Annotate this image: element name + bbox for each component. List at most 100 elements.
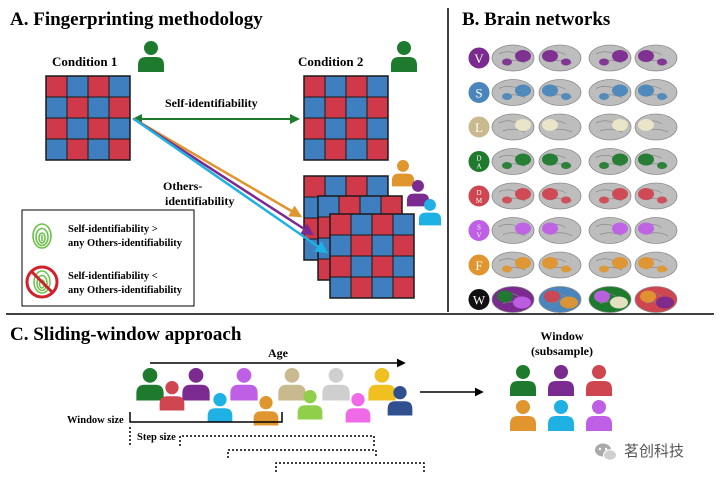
svg-text:S: S bbox=[477, 224, 481, 232]
watermark: 茗创科技 bbox=[595, 443, 684, 461]
matrix-cell bbox=[371, 234, 394, 257]
matrix-cell bbox=[329, 213, 352, 236]
panel-a-title: A. Fingerprinting methodology bbox=[10, 9, 263, 30]
brain-view bbox=[491, 44, 535, 72]
person-icon bbox=[322, 368, 350, 401]
brain-view bbox=[538, 44, 582, 72]
matrix-cell bbox=[324, 175, 347, 198]
matrix-condition-1 bbox=[45, 75, 131, 161]
matrix-cell bbox=[303, 75, 326, 98]
matrix-cell bbox=[345, 138, 368, 161]
brain-view bbox=[538, 148, 582, 175]
brain-view bbox=[588, 44, 632, 72]
svg-text:W: W bbox=[473, 293, 486, 308]
network-row-v: V bbox=[467, 44, 678, 72]
legend-row2-line2: any Others-identifiability bbox=[68, 285, 183, 296]
person-icon bbox=[278, 368, 306, 401]
matrix-cell bbox=[324, 75, 347, 98]
step-window-4 bbox=[275, 462, 425, 472]
fingerprint-icon bbox=[32, 223, 52, 249]
brain-view bbox=[588, 113, 632, 141]
panel-b-title: B. Brain networks bbox=[462, 9, 610, 30]
matrix-cell bbox=[87, 138, 110, 161]
step-window-2 bbox=[179, 435, 375, 446]
matrix-cell bbox=[366, 175, 389, 198]
matrix-cell bbox=[371, 213, 394, 236]
matrix-cell bbox=[392, 276, 415, 299]
person-icon bbox=[230, 368, 258, 401]
person-icon bbox=[586, 365, 612, 396]
brain-view bbox=[588, 182, 632, 210]
brain-view bbox=[538, 251, 582, 279]
network-row-da: DA bbox=[467, 148, 678, 175]
network-badge: DA bbox=[467, 150, 491, 173]
matrix-border bbox=[45, 75, 131, 161]
brain-view bbox=[634, 217, 678, 244]
matrix-cell bbox=[303, 175, 326, 198]
network-badge: S bbox=[467, 81, 491, 104]
svg-text:L: L bbox=[475, 120, 483, 135]
matrix-border bbox=[329, 213, 415, 299]
brain-view bbox=[634, 148, 678, 175]
matrix-cell bbox=[324, 96, 347, 119]
brain-view bbox=[491, 286, 535, 313]
person-icon bbox=[136, 368, 164, 401]
matrix-cell bbox=[350, 255, 373, 278]
brain-view bbox=[588, 251, 632, 279]
brain-view bbox=[491, 79, 535, 106]
wechat-icon bbox=[595, 443, 617, 461]
brain-view bbox=[491, 113, 535, 141]
matrix-cell bbox=[108, 75, 131, 98]
brain-view bbox=[634, 251, 678, 279]
matrix-cell bbox=[329, 234, 352, 257]
matrix-cell bbox=[45, 117, 68, 140]
brain-view bbox=[634, 113, 678, 141]
matrix-cell bbox=[366, 138, 389, 161]
window-size-label: Window size bbox=[67, 415, 124, 426]
window-subsample-people bbox=[510, 365, 612, 431]
svg-text:M: M bbox=[476, 197, 483, 205]
svg-text:F: F bbox=[475, 258, 482, 273]
matrix-cell bbox=[66, 75, 89, 98]
person-icon bbox=[510, 365, 536, 396]
matrix-cell bbox=[345, 96, 368, 119]
matrix-cell bbox=[45, 96, 68, 119]
brain-view bbox=[538, 113, 582, 141]
brain-view bbox=[588, 286, 632, 313]
condition-2-label: Condition 2 bbox=[298, 54, 363, 69]
matrix-cell bbox=[108, 117, 131, 140]
matrix-border bbox=[303, 75, 389, 161]
brain-view bbox=[634, 79, 678, 106]
network-row-sv: SV bbox=[467, 217, 678, 244]
matrix-cell bbox=[371, 276, 394, 299]
brain-view bbox=[491, 251, 535, 279]
brain-view bbox=[491, 148, 535, 175]
crossed-fingerprint-icon bbox=[25, 265, 59, 299]
matrix-cell bbox=[366, 75, 389, 98]
network-row-l: L bbox=[467, 113, 678, 141]
matrix-cell bbox=[366, 117, 389, 140]
matrix-cell bbox=[392, 255, 415, 278]
network-badge: F bbox=[467, 253, 491, 277]
matrix-cell bbox=[303, 117, 326, 140]
window-label-line1: Window bbox=[540, 329, 583, 343]
brain-view bbox=[538, 182, 582, 210]
person-icon bbox=[207, 393, 233, 423]
brain-view bbox=[588, 79, 632, 106]
legend-row1-line1: Self-identifiability > bbox=[68, 224, 158, 235]
matrix-stack-others bbox=[303, 175, 415, 299]
matrix-cell bbox=[329, 276, 352, 299]
matrix-cell bbox=[324, 117, 347, 140]
matrix-cell bbox=[350, 213, 373, 236]
svg-text:D: D bbox=[476, 155, 481, 163]
person-icon bbox=[182, 368, 210, 401]
matrix-cell bbox=[345, 75, 368, 98]
person-icon bbox=[391, 41, 417, 72]
brain-view bbox=[634, 44, 678, 72]
legend-row1-line2: any Others-identifiability bbox=[68, 238, 183, 249]
matrix-cell bbox=[350, 234, 373, 257]
matrix-cell bbox=[371, 255, 394, 278]
matrix-cell bbox=[66, 117, 89, 140]
matrix-cell bbox=[329, 255, 352, 278]
network-row-s: S bbox=[467, 79, 678, 106]
